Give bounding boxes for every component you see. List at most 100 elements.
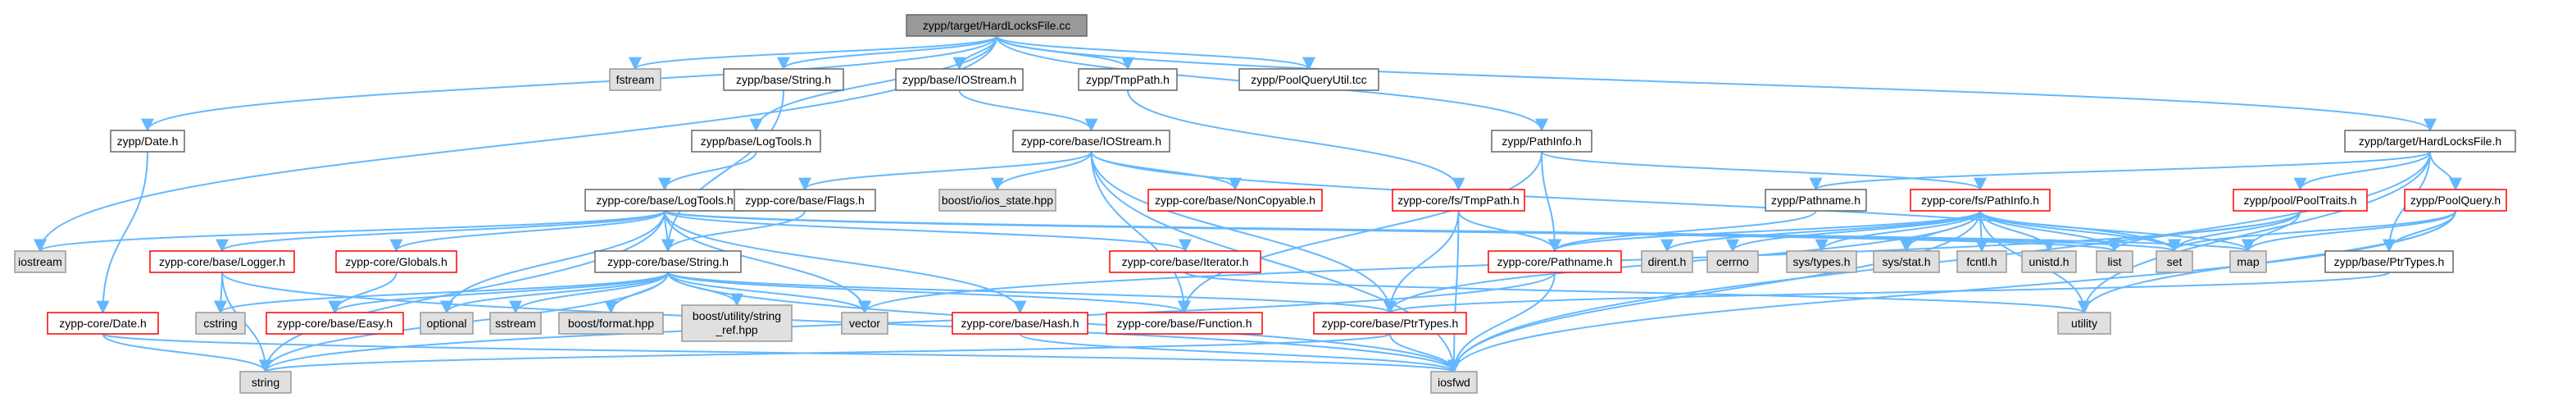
node-set: set <box>2156 250 2193 273</box>
node-zypp-core-globals-h[interactable]: zypp-core/Globals.h <box>335 250 457 273</box>
node-box <box>266 312 404 335</box>
edge-root-to-zypp-poolqueryutil-tcc <box>996 35 1315 71</box>
edge-zypp-core-base-string-h-to-zypp-core-base-ptrtypes-h <box>667 272 1397 314</box>
edge-root-to-fstream <box>629 35 997 71</box>
edge-zypp-date-h-to-zypp-core-date-h <box>96 151 148 314</box>
node-fcntl-h: fcntl.h <box>1956 250 2007 273</box>
node-utility: utility <box>2057 312 2111 335</box>
edge-zypp-core-date-h-to-string <box>102 333 272 373</box>
edge-zypp-core-base-iostream-h-to-zypp-core-base-function-h <box>1090 151 1191 314</box>
edge-zypp-poolquery-h-to-set <box>2168 210 2456 253</box>
edge-zypp-core-base-logtools-h-to-map <box>664 210 2254 253</box>
node-label: zypp-core/base/NonCopyable.h <box>1155 194 1315 207</box>
node-box <box>584 189 745 212</box>
edge-zypp-core-base-logger-h-to-iosfwd <box>221 272 1461 373</box>
edge-zypp-core-base-string-h-to-zypp-core-base-function-h <box>667 272 1191 314</box>
node-zypp-core-pathname-h[interactable]: zypp-core/Pathname.h <box>1488 250 1622 273</box>
edge-zypp-core-base-iterator-h-to-utility <box>1184 272 2091 314</box>
node-label: zypp/PoolQuery.h <box>2410 194 2501 207</box>
node-zypp-core-base-function-h[interactable]: zypp-core/base/Function.h <box>1106 312 1263 335</box>
node-label: list <box>2107 255 2121 268</box>
node-map: map <box>2229 250 2267 273</box>
edge-root-to-zypp-target-hardlocksfile-h <box>996 35 2437 132</box>
edge-root-to-zypp-base-logtools-h <box>749 35 997 132</box>
edge-zypp-target-hardlocksfile-h-to-zypp-pathname-h <box>1809 151 2431 191</box>
node-zypp-base-string-h[interactable]: zypp/base/String.h <box>723 68 844 91</box>
edge-zypp-target-hardlocksfile-h-to-zypp-pool-pooltraits-h <box>2293 151 2431 191</box>
node-zypp-core-base-iostream-h[interactable]: zypp-core/base/IOStream.h <box>1012 130 1170 153</box>
edge-layer <box>34 35 2462 373</box>
node-zypp-core-base-easy-h[interactable]: zypp-core/base/Easy.h <box>266 312 404 335</box>
node-zypp-core-fs-tmppath-h[interactable]: zypp-core/fs/TmpPath.h <box>1392 189 1525 212</box>
node-zypp-core-base-hash-h[interactable]: zypp-core/base/Hash.h <box>952 312 1088 335</box>
node-zypp-base-ptrtypes-h[interactable]: zypp/base/PtrTypes.h <box>2324 250 2454 273</box>
edge-root-to-zypp-base-string-h <box>777 35 997 71</box>
edge-zypp-core-base-logtools-h-to-zypp-core-base-hash-h <box>664 210 1027 314</box>
node-zypp-pool-pooltraits-h[interactable]: zypp/pool/PoolTraits.h <box>2233 189 2368 212</box>
node-box <box>1488 250 1622 273</box>
node-sys-stat-h: sys/stat.h <box>1873 250 1940 273</box>
node-zypp-core-base-ptrtypes-h[interactable]: zypp-core/base/PtrTypes.h <box>1313 312 1467 335</box>
node-box <box>239 371 292 394</box>
edge-zypp-core-base-string-h-to-cstring <box>214 272 669 314</box>
node-label: zypp-core/base/Easy.h <box>277 317 393 330</box>
node-label: unistd.h <box>2029 255 2069 268</box>
edge-zypp-core-base-string-h-to-zypp-core-base-easy-h <box>328 272 669 314</box>
node-zypp-core-base-string-h[interactable]: zypp-core/base/String.h <box>594 250 742 273</box>
node-box <box>1910 189 2051 212</box>
node-label: zypp-core/base/PtrTypes.h <box>1322 317 1459 330</box>
edge-zypp-pathinfo-h-to-zypp-core-pathname-h <box>1541 151 1561 253</box>
edge-zypp-core-fs-pathinfo-h-to-unistd-h <box>1979 210 2056 253</box>
node-box <box>2404 189 2507 212</box>
edge-zypp-core-fs-pathinfo-h-to-dirent-h <box>1661 210 1981 253</box>
node-label: zypp-core/base/Flags.h <box>745 194 865 207</box>
node-list: list <box>2096 250 2133 273</box>
node-boost-io-ios-state-hpp: boost/io/ios_state.hpp <box>938 189 1056 212</box>
node-zypp-pathname-h[interactable]: zypp/Pathname.h <box>1765 189 1867 212</box>
node-label: zypp-core/base/Function.h <box>1117 317 1252 330</box>
node-label: zypp/target/HardLocksFile.cc <box>923 19 1071 32</box>
node-box <box>609 68 661 91</box>
node-zypp-core-base-iterator-h[interactable]: zypp-core/base/Iterator.h <box>1109 250 1261 273</box>
node-zypp-core-date-h[interactable]: zypp-core/Date.h <box>47 312 159 335</box>
edge-zypp-base-ptrtypes-h-to-zypp-core-base-ptrtypes-h <box>1383 272 2390 314</box>
node-zypp-poolqueryutil-tcc[interactable]: zypp/PoolQueryUtil.tcc <box>1238 68 1379 91</box>
node-label: zypp-core/Globals.h <box>345 255 448 268</box>
edge-zypp-pathname-h-to-zypp-core-pathname-h <box>1548 210 1817 253</box>
edge-zypp-core-fs-tmppath-h-to-iosfwd <box>1447 210 1461 373</box>
node-zypp-tmppath-h[interactable]: zypp/TmpPath.h <box>1078 68 1178 91</box>
node-zypp-core-base-logger-h[interactable]: zypp-core/base/Logger.h <box>149 250 295 273</box>
node-label: zypp-core/base/Iterator.h <box>1122 255 1249 268</box>
node-label: cerrno <box>1716 255 1749 268</box>
edge-zypp-pathinfo-h-to-zypp-core-base-function-h <box>1178 151 1542 314</box>
edge-zypp-core-date-h-to-iosfwd <box>102 333 1460 373</box>
node-zypp-core-base-noncopyable-h[interactable]: zypp-core/base/NonCopyable.h <box>1147 189 1323 212</box>
node-zypp-core-base-logtools-h[interactable]: zypp-core/base/LogTools.h <box>584 189 745 212</box>
node-zypp-target-hardlocksfile-h[interactable]: zypp/target/HardLocksFile.h <box>2344 130 2516 153</box>
node-label: cstring <box>203 317 237 330</box>
node-box <box>681 304 793 342</box>
node-zypp-base-logtools-h[interactable]: zypp/base/LogTools.h <box>691 130 821 153</box>
node-cerrno: cerrno <box>1706 250 1759 273</box>
node-root[interactable]: zypp/target/HardLocksFile.cc <box>906 14 1088 37</box>
node-label: fstream <box>616 73 655 86</box>
edge-zypp-core-base-iostream-h-to-zypp-core-base-noncopyable-h <box>1090 151 1242 191</box>
node-box <box>1078 68 1178 91</box>
edge-zypp-core-base-string-h-to-vector <box>667 272 871 314</box>
edge-zypp-core-fs-pathinfo-h-to-iosfwd <box>1447 210 1981 373</box>
node-zypp-pathinfo-h[interactable]: zypp/PathInfo.h <box>1491 130 1592 153</box>
edge-zypp-core-base-logtools-h-to-iostream <box>34 210 666 253</box>
node-zypp-base-iostream-h[interactable]: zypp/base/IOStream.h <box>895 68 1024 91</box>
node-zypp-core-fs-pathinfo-h[interactable]: zypp-core/fs/PathInfo.h <box>1910 189 2051 212</box>
edge-zypp-core-fs-pathinfo-h-to-set <box>1979 210 2181 253</box>
node-box <box>1641 250 1693 273</box>
node-label: zypp/target/HardLocksFile.h <box>2359 135 2501 148</box>
node-box <box>1147 189 1323 212</box>
node-zypp-core-base-flags-h[interactable]: zypp-core/base/Flags.h <box>734 189 876 212</box>
node-box <box>110 130 185 153</box>
node-box <box>594 250 742 273</box>
edge-zypp-core-base-string-h-to-sstream <box>509 272 669 314</box>
node-zypp-poolquery-h[interactable]: zypp/PoolQuery.h <box>2404 189 2507 212</box>
node-zypp-date-h[interactable]: zypp/Date.h <box>110 130 185 153</box>
node-label: zypp-core/fs/PathInfo.h <box>1921 194 2039 207</box>
